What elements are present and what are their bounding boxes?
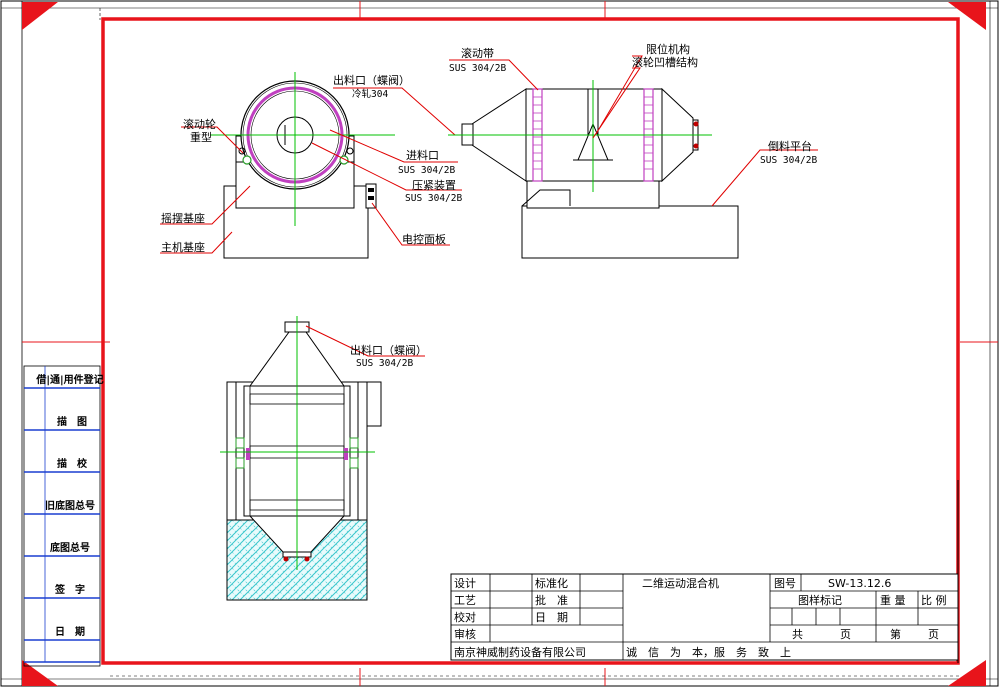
callout-rolling-belt: 滚动带: [461, 46, 494, 60]
callout-discharge-top-material: 冷轧304: [352, 88, 388, 100]
tb-drawing-name: 二维运动混合机: [642, 576, 719, 590]
title-block: 设计 标准化 工艺 批 准 校对 日 期 审核 二维运动混合机 图号 SW-13…: [450, 573, 959, 661]
tb-page-label: 页: [840, 628, 851, 641]
callout-limit-mechanism: 限位机构: [646, 42, 690, 56]
tb-total-label: 共: [792, 628, 803, 641]
front-view-callouts: 出料口（蝶阀） 冷轧304 滚动轮 重型 摇摆基座 主机基座 进料口 SUS 3…: [160, 73, 462, 254]
callout-rolling-belt-material: SUS 304/2B: [449, 63, 506, 74]
tb-company: 南京神威制药设备有限公司: [454, 645, 586, 659]
callout-platform-material: SUS 304/2B: [760, 155, 817, 166]
callout-discharge-bottom: 出料口（蝶阀）: [350, 343, 427, 357]
tb-mark-label: 图样标记: [798, 593, 842, 607]
drawing-border: [101, 17, 960, 665]
callout-discharge-top: 出料口（蝶阀）: [333, 73, 410, 87]
tb-sheet-page-label: 页: [928, 628, 939, 641]
tb-approve: 批 准: [535, 593, 568, 607]
tb-scale-label: 比 例: [921, 593, 947, 607]
side-view-callouts: 滚动带 SUS 304/2B 限位机构 滚轮凹槽结构 倒料平台 SUS 304/…: [449, 42, 818, 207]
tb-design: 设计: [454, 577, 476, 590]
callout-clamp: 压紧装置: [412, 179, 456, 192]
top-view: [220, 316, 382, 601]
callout-main-base: 主机基座: [161, 240, 205, 254]
callout-roller: 滚动轮: [183, 117, 216, 131]
side-view: [448, 80, 739, 259]
tb-check: 校对: [454, 610, 476, 624]
tb-standardize: 标准化: [535, 576, 568, 590]
side-base: [521, 205, 739, 259]
callout-groove-structure: 滚轮凹槽结构: [632, 55, 698, 69]
tb-drawing-no: SW-13.12.6: [828, 577, 891, 590]
callout-inlet: 进料口: [406, 148, 439, 162]
side-row-signature: 签 字: [54, 583, 85, 596]
tb-process: 工艺: [454, 594, 476, 607]
front-view: [210, 72, 395, 259]
side-registration-table: 借|通|用件登记 描 图 描 校 旧底图总号 底图总号 签 字 日 期: [23, 365, 104, 667]
callout-platform: 倒料平台: [768, 139, 812, 153]
side-row-trace-check: 描 校: [57, 457, 88, 470]
side-row-register: 借|通|用件登记: [35, 373, 103, 386]
callout-discharge-bottom-material: SUS 304/2B: [356, 358, 413, 369]
tb-review: 审核: [454, 627, 476, 641]
side-row-date: 日 期: [55, 625, 85, 638]
callout-roller-type: 重型: [190, 130, 212, 144]
callout-inlet-material: SUS 304/2B: [398, 165, 455, 176]
side-row-old-master-no: 旧底图总号: [45, 499, 95, 512]
tb-date: 日 期: [535, 611, 568, 624]
side-row-master-no: 底图总号: [50, 541, 90, 554]
side-row-tracing: 描 图: [57, 415, 87, 428]
callout-clamp-material: SUS 304/2B: [405, 193, 462, 204]
callout-control-panel: 电控面板: [402, 232, 446, 246]
tb-motto: 诚 信 为 本，服 务 致 上: [626, 645, 791, 659]
tb-drawing-no-label: 图号: [774, 577, 796, 590]
top-view-callouts: 出料口（蝶阀） SUS 304/2B: [305, 325, 427, 369]
tb-weight-label: 重 量: [880, 593, 906, 607]
callout-swing-base: 摇摆基座: [161, 211, 205, 225]
tb-sheet-label: 第: [890, 627, 901, 641]
